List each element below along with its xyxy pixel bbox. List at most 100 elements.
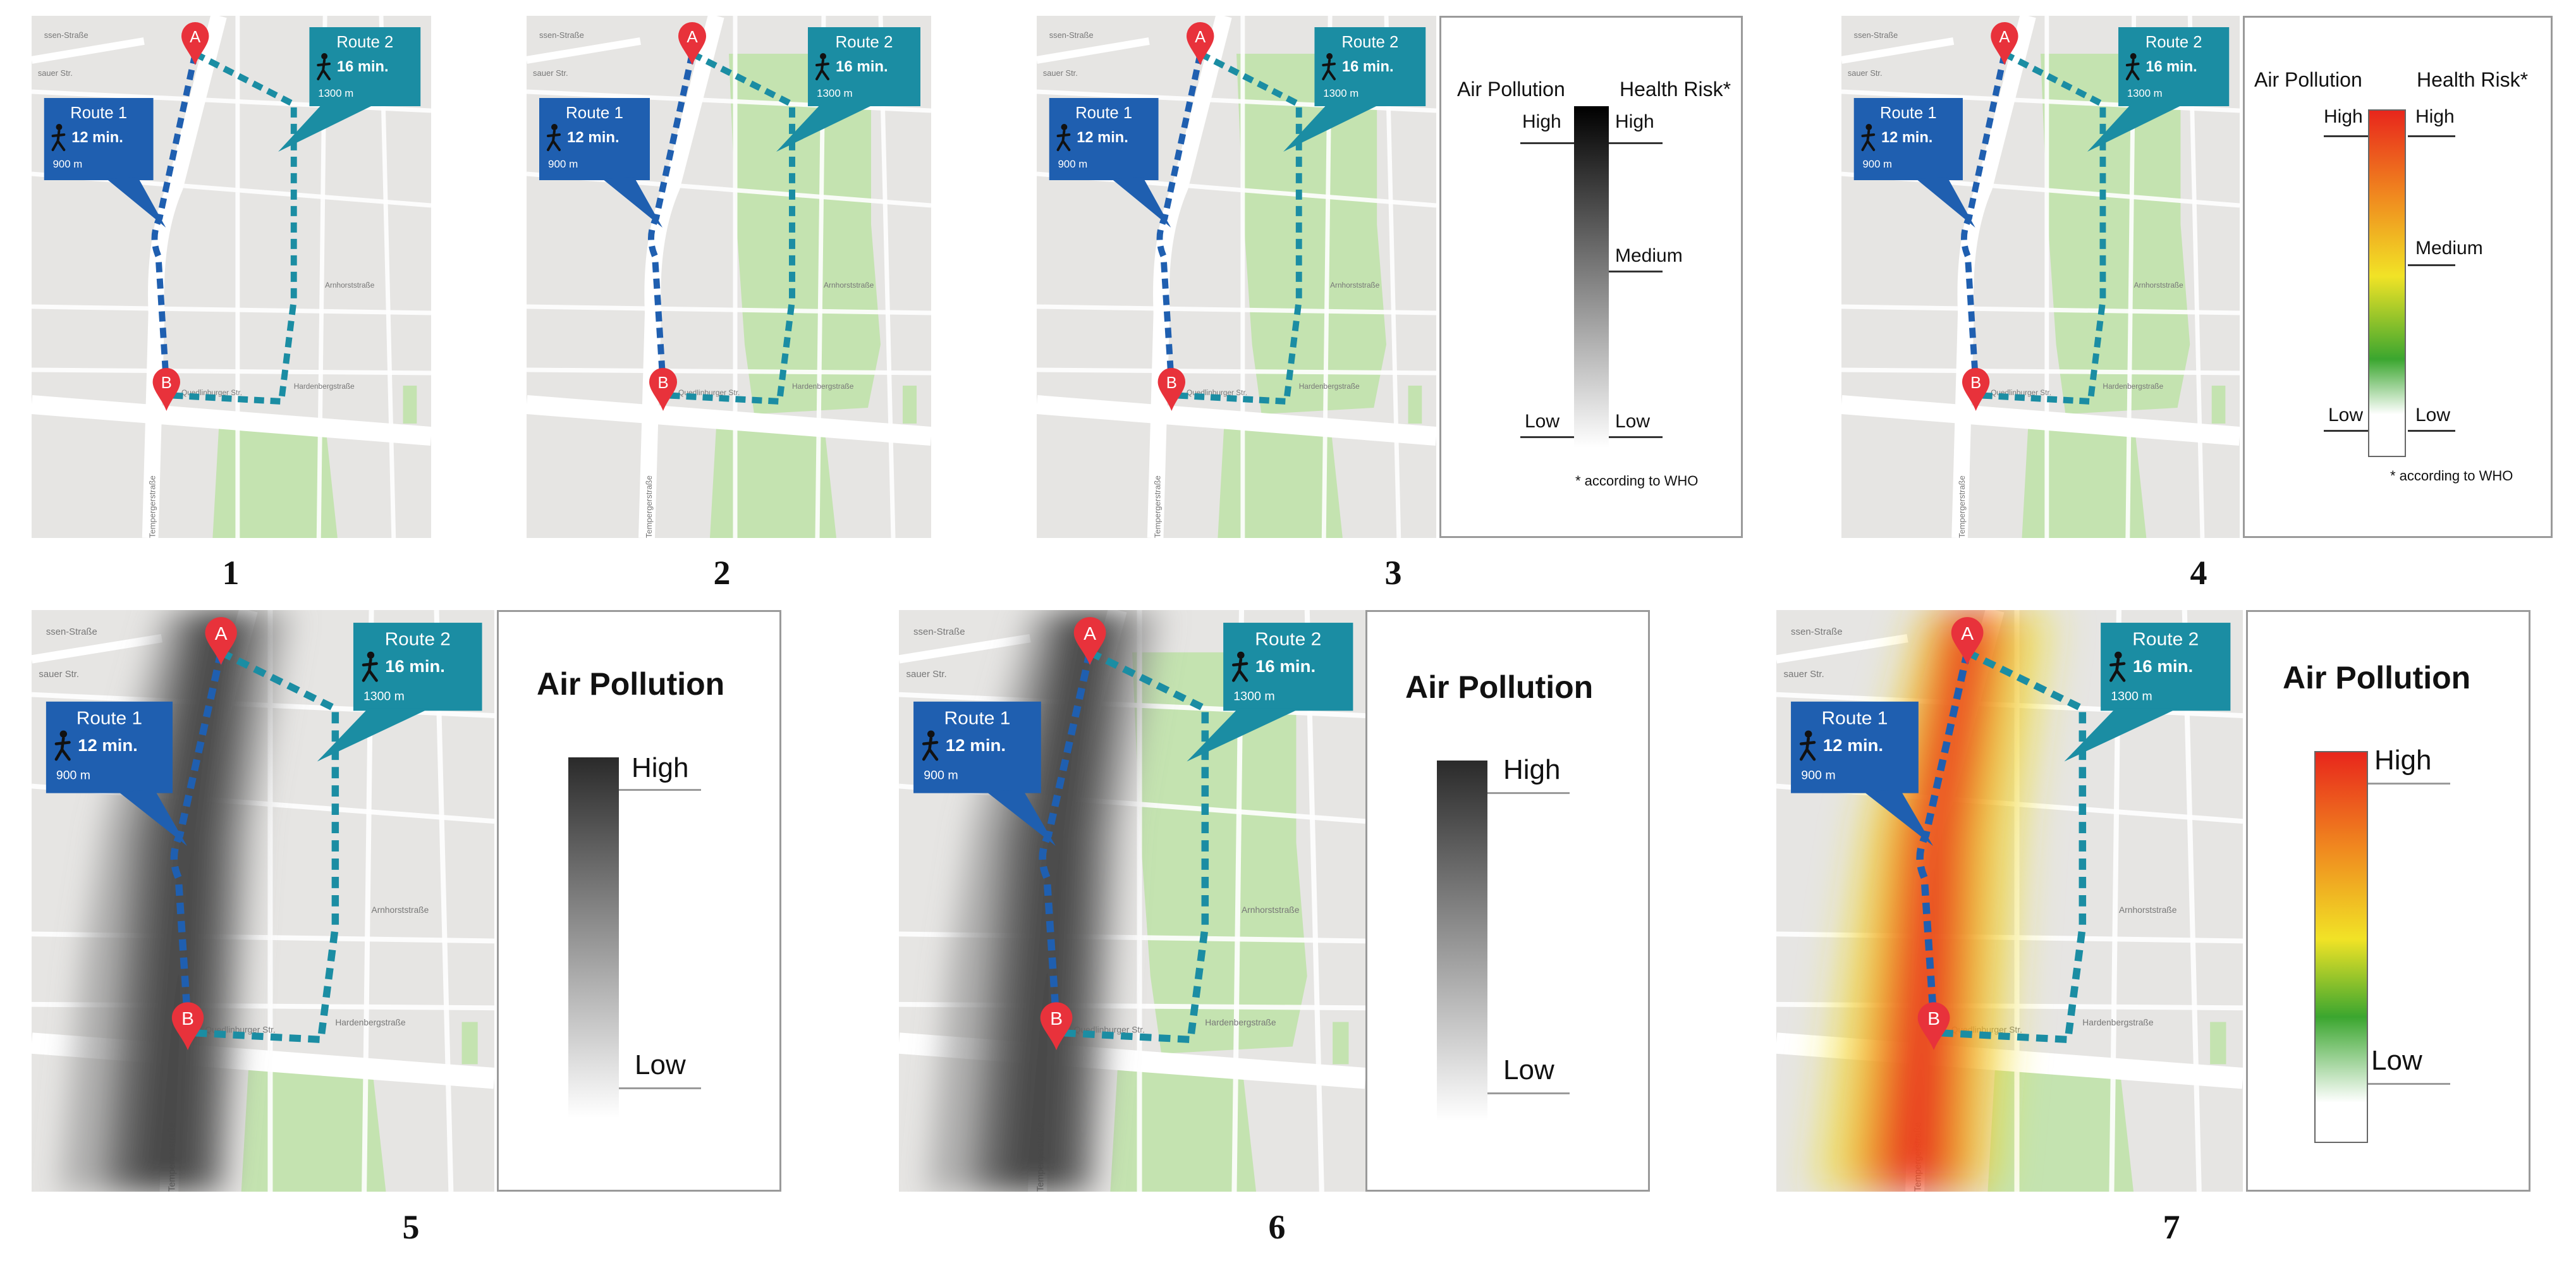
route-distance: 1300 m (2127, 87, 2163, 99)
legend-tick (1487, 792, 1570, 794)
park-area (461, 1022, 478, 1065)
street-label: Hardenbergstraße (1205, 1018, 1276, 1027)
street-label: Hardenbergstraße (1299, 382, 1360, 391)
marker-label: B (1927, 1008, 1940, 1029)
park-area (1132, 652, 1307, 1054)
panel-caption-3: 3 (1384, 554, 1402, 592)
legend-tick (2324, 135, 2368, 137)
minor-street (1841, 367, 2240, 376)
route-1-callout: Route 112 min.900 m (46, 701, 187, 846)
park-area (1987, 1060, 2134, 1192)
street-label: Arnhorststraße (2134, 281, 2183, 290)
route-1-callout: Route 112 min.900 m (1049, 98, 1171, 228)
route-name: Route 1 (566, 103, 623, 122)
pollution-gradient-bar (568, 757, 619, 1118)
legend-tick (2408, 430, 2455, 432)
marker-a-icon: A (205, 617, 237, 665)
pedestrian-icon (1799, 730, 1816, 761)
route-1-callout: Route 112 min.900 m (1853, 98, 1975, 228)
route-name: Route 1 (944, 708, 1010, 728)
route-name: Route 1 (1821, 708, 1888, 728)
legend-title: Air Pollution (1405, 669, 1594, 705)
pedestrian-icon (547, 124, 561, 151)
marker-a-icon: A (678, 22, 706, 65)
park-area (1110, 1060, 1257, 1192)
street-label: ssen-Straße (1791, 627, 1843, 637)
route-time: 16 min. (1342, 58, 1394, 75)
marker-b-icon: B (1157, 368, 1186, 411)
route-name: Route 2 (1341, 34, 1398, 51)
route-2-callout: Route 216 min.1300 m (317, 623, 482, 762)
route-name: Route 2 (336, 34, 393, 51)
legend-health-risk-label: Health Risk* (2417, 68, 2529, 91)
marker-a-icon: A (1073, 617, 1106, 665)
street-label: Tempergerstraße (148, 475, 157, 538)
legend-high: High (1503, 754, 1561, 785)
main-road (1037, 395, 1436, 446)
health-risk-legend-color: Air Pollution Health Risk* High High Med… (2243, 16, 2553, 538)
health-risk-legend-grey: Air Pollution Health Risk* High High Med… (1439, 16, 1743, 538)
legend-tick (1609, 436, 1663, 438)
main-road (142, 16, 227, 538)
park-area (2022, 420, 2147, 538)
route-time: 12 min. (567, 129, 620, 146)
route-distance: 900 m (1801, 769, 1835, 783)
street-label: ssen-Straße (1854, 30, 1898, 40)
main-road (1037, 37, 1150, 64)
route-name: Route 2 (2132, 629, 2199, 649)
minor-street (32, 367, 431, 376)
route-distance: 1300 m (2111, 690, 2152, 704)
panel-caption-4: 4 (2190, 554, 2207, 592)
route-time: 12 min. (1881, 129, 1932, 146)
main-road (527, 395, 931, 446)
route-time: 16 min. (385, 656, 445, 676)
street-label: Arnhorststraße (1242, 905, 1299, 915)
marker-a-icon: A (181, 22, 209, 65)
route-2-callout: Route 216 min.1300 m (776, 27, 920, 152)
minor-street (1037, 367, 1436, 376)
street-label: ssen-Straße (539, 30, 584, 40)
legend-tick (2368, 783, 2450, 785)
legend-tick (619, 789, 701, 791)
park-area (729, 54, 881, 414)
legend-title: Air Pollution (537, 666, 725, 702)
route-distance: 1300 m (817, 87, 853, 99)
main-road (899, 633, 1031, 664)
route-distance: 900 m (1058, 158, 1088, 170)
marker-label: B (657, 373, 668, 392)
route-2-path (662, 51, 795, 405)
pedestrian-icon (54, 730, 71, 761)
route-time: 12 min. (946, 735, 1006, 754)
marker-label: B (181, 1008, 194, 1029)
route-2-path (166, 51, 297, 405)
route-time: 16 min. (337, 58, 389, 75)
marker-label: A (215, 623, 228, 644)
route-name: Route 2 (1255, 629, 1321, 649)
main-road (1841, 395, 2240, 446)
route-distance: 900 m (548, 158, 578, 170)
street-label: Hardenbergstraße (294, 382, 355, 391)
pollution-gradient-bar (2314, 751, 2368, 1143)
pedestrian-icon (1056, 124, 1071, 151)
marker-label: A (687, 27, 698, 46)
legend-title: Air Pollution (2283, 660, 2471, 695)
legend-high-left: High (2324, 106, 2363, 127)
main-road (527, 37, 641, 64)
legend-high-right: High (1615, 111, 1654, 132)
street-label: sauer Str. (533, 68, 568, 78)
marker-b-icon: B (1962, 368, 1990, 411)
street-label: sauer Str. (39, 669, 79, 680)
street-label: ssen-Straße (44, 30, 89, 40)
minor-street (527, 367, 931, 376)
route-distance: 900 m (56, 769, 90, 783)
legend-high: High (2374, 745, 2432, 776)
legend-tick (2368, 1083, 2450, 1085)
legend-low: Low (635, 1049, 686, 1080)
